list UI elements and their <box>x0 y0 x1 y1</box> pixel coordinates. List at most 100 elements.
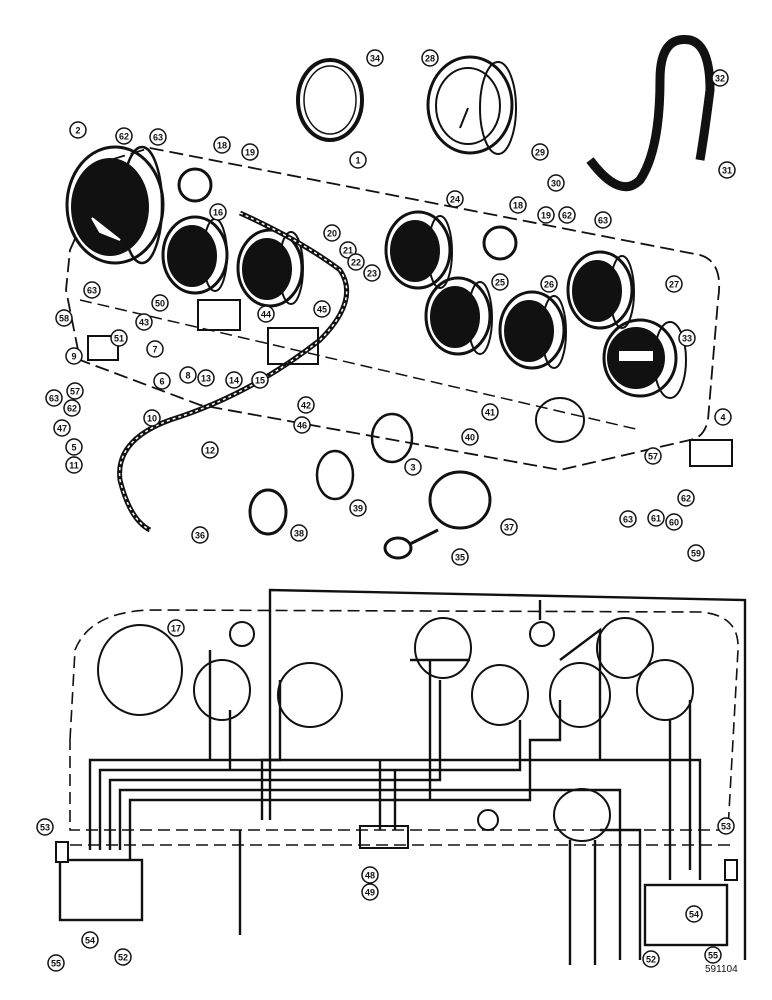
exploded-view-callout: 9 <box>65 347 83 365</box>
relay-left <box>58 858 144 922</box>
circuit-breaker <box>267 327 319 365</box>
callout-circle <box>167 619 185 637</box>
tachometer-gauge <box>426 55 517 155</box>
line-art <box>55 35 747 965</box>
callout-number: 62 <box>67 404 77 414</box>
callout-circle <box>481 403 499 421</box>
callout-number: 54 <box>689 910 699 920</box>
wiring-view-callout: 48 <box>361 866 379 884</box>
callout-circle <box>251 371 269 389</box>
callout-number: 57 <box>70 387 80 397</box>
callout-number: 26 <box>544 280 554 290</box>
callout-number: 49 <box>365 888 375 898</box>
gauge-26 <box>498 290 567 370</box>
callout-number: 52 <box>118 953 128 963</box>
wiring-view-callout: 17 <box>167 619 185 637</box>
callout-number: 55 <box>51 959 61 969</box>
callout-circle <box>540 275 558 293</box>
exploded-view-callout: 25 <box>491 273 509 291</box>
callout-number: 53 <box>721 822 731 832</box>
exploded-view-callout: 15 <box>251 371 269 389</box>
callout-number: 13 <box>201 374 211 384</box>
callout-number: 46 <box>297 421 307 431</box>
callout-number: 20 <box>327 229 337 239</box>
callout-number: 62 <box>681 494 691 504</box>
bezel-ring <box>296 58 364 142</box>
callout-number: 34 <box>370 54 380 64</box>
callout-circle <box>347 253 365 271</box>
callout-circle <box>191 526 209 544</box>
exploded-view-callout: 19 <box>241 143 259 161</box>
panel-lower-edge <box>79 299 641 431</box>
terminal-block <box>359 825 409 849</box>
exploded-view-callout: 13 <box>197 369 215 387</box>
exploded-view-callout: 39 <box>349 499 367 517</box>
callout-number: 38 <box>294 529 304 539</box>
exploded-view-callout: 8 <box>179 366 197 384</box>
callout-circle <box>81 931 99 949</box>
mounting-bracket-left <box>87 335 119 361</box>
callout-circle <box>491 273 509 291</box>
callout-circle <box>547 174 565 192</box>
callout-circle <box>313 300 331 318</box>
exploded-view-callout: 62 <box>63 399 81 417</box>
callout-number: 53 <box>40 823 50 833</box>
exploded-view-callout: 10 <box>143 409 161 427</box>
callout-number: 31 <box>722 166 732 176</box>
callout-number: 51 <box>114 334 124 344</box>
exploded-view-callout: 59 <box>687 544 705 562</box>
callout-circle <box>339 241 357 259</box>
callout-number: 59 <box>691 549 701 559</box>
callout-circle <box>213 136 231 154</box>
exploded-view-callout: 40 <box>461 428 479 446</box>
callout-circle <box>509 196 527 214</box>
exploded-view-callout: 45 <box>313 300 331 318</box>
exploded-view-callout: 63 <box>594 211 612 229</box>
exploded-view-callout: 21 <box>339 241 357 259</box>
exploded-view-callout: 43 <box>135 313 153 331</box>
exploded-view-callout: 23 <box>363 264 381 282</box>
callout-number: 19 <box>245 148 255 158</box>
exploded-view-callout: 37 <box>500 518 518 536</box>
callout-circle <box>241 143 259 161</box>
callout-number: 63 <box>153 133 163 143</box>
callout-circle <box>711 69 729 87</box>
callout-number: 14 <box>229 376 239 386</box>
callout-number: 4 <box>720 413 725 423</box>
lens-cover <box>535 397 585 443</box>
exploded-view-callout: 62 <box>558 206 576 224</box>
mounting-bracket-right <box>689 439 733 467</box>
wiring-panel-outline <box>69 609 739 831</box>
callout-number: 18 <box>513 201 523 211</box>
callout-number: 43 <box>139 318 149 328</box>
callout-number: 61 <box>651 514 661 524</box>
callout-number: 63 <box>49 394 59 404</box>
callout-number: 41 <box>485 408 495 418</box>
callout-circle <box>677 489 695 507</box>
callout-circle <box>361 883 379 901</box>
wiring-view-callout: 54 <box>81 931 99 949</box>
wiring-view-callout: 53 <box>36 818 54 836</box>
callout-number: 62 <box>562 211 572 221</box>
callout-circle <box>451 548 469 566</box>
wiring-view-callout: 55 <box>704 946 722 964</box>
callout-number: 63 <box>598 216 608 226</box>
callout-circle <box>66 382 84 400</box>
exploded-view-callout: 19 <box>537 206 555 224</box>
indicator-light-right <box>482 225 518 261</box>
exploded-view-callout: 18 <box>509 196 527 214</box>
callout-number: 33 <box>682 334 692 344</box>
wiring-view-callout: 54 <box>685 905 703 923</box>
callout-circle <box>65 347 83 365</box>
callout-circle <box>404 458 422 476</box>
callout-circle <box>146 340 164 358</box>
wiring-view-callout: 52 <box>114 948 132 966</box>
speedometer-gauge <box>65 145 165 265</box>
exploded-view-callout: 47 <box>53 419 71 437</box>
exploded-view-callout: 50 <box>151 294 169 312</box>
callout-number: 63 <box>87 286 97 296</box>
exploded-view-callout: 57 <box>66 382 84 400</box>
exploded-view-callout: 24 <box>446 190 464 208</box>
instrument-panel-outline <box>65 147 721 471</box>
